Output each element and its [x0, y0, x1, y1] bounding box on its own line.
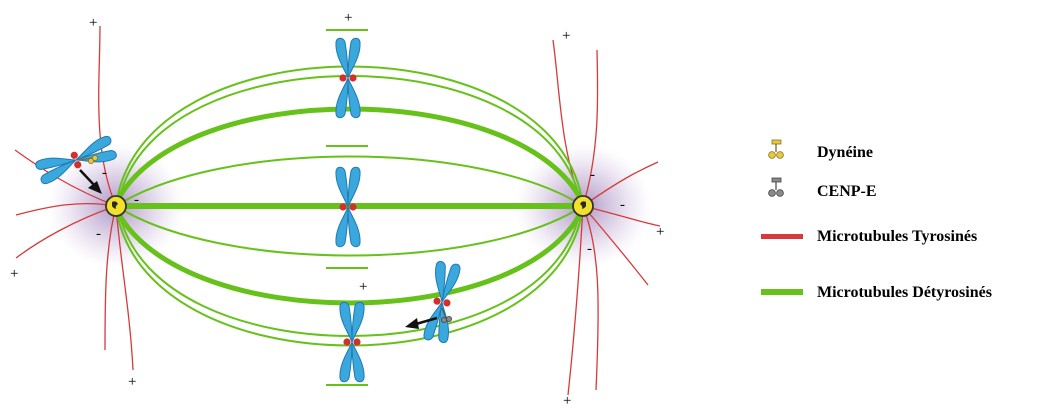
centrosome-icon [105, 195, 127, 217]
plus-sign: + [656, 224, 664, 240]
chromosome-icon [339, 301, 365, 383]
dynein-icon [79, 154, 99, 164]
arrow-icon [405, 316, 438, 329]
chromosome-icon [335, 166, 361, 248]
plus-sign: + [10, 266, 18, 282]
minus-sign: - [590, 167, 595, 183]
dynein-icon [768, 139, 784, 159]
plus-sign: + [89, 15, 97, 31]
centrosome-icon [572, 195, 594, 217]
detyrosinated-microtubules [115, 65, 584, 347]
legend: Dynéine CENP-E Microtubules Tyrosinés Mi… [761, 139, 992, 301]
minus-sign: - [587, 241, 592, 257]
legend-dynein-label: Dynéine [817, 144, 873, 161]
plus-sign: + [563, 393, 571, 408]
cenpe-icon [440, 307, 452, 323]
legend-detyrosinated-swatch [761, 289, 803, 295]
chromosome-icon [335, 37, 361, 119]
arrow-icon [79, 169, 102, 194]
plus-sign: + [359, 279, 367, 295]
plus-sign: + [128, 374, 136, 390]
legend-tyrosinated-swatch [761, 234, 803, 239]
minus-sign: - [134, 192, 139, 208]
plus-sign: + [562, 28, 570, 44]
tyrosinated-microtubules-left [14, 25, 134, 371]
legend-cenpe-label: CENP-E [817, 183, 877, 200]
overlap-markers [326, 29, 368, 386]
minus-sign: - [620, 197, 625, 213]
minus-sign: - [102, 165, 107, 181]
cenpe-icon [768, 177, 784, 197]
legend-tyrosinated-label: Microtubules Tyrosinés [817, 228, 977, 245]
plus-sign: + [344, 10, 352, 26]
legend-detyrosinated-label: Microtubules Détyrosinés [817, 284, 992, 301]
minus-sign: - [96, 226, 101, 242]
